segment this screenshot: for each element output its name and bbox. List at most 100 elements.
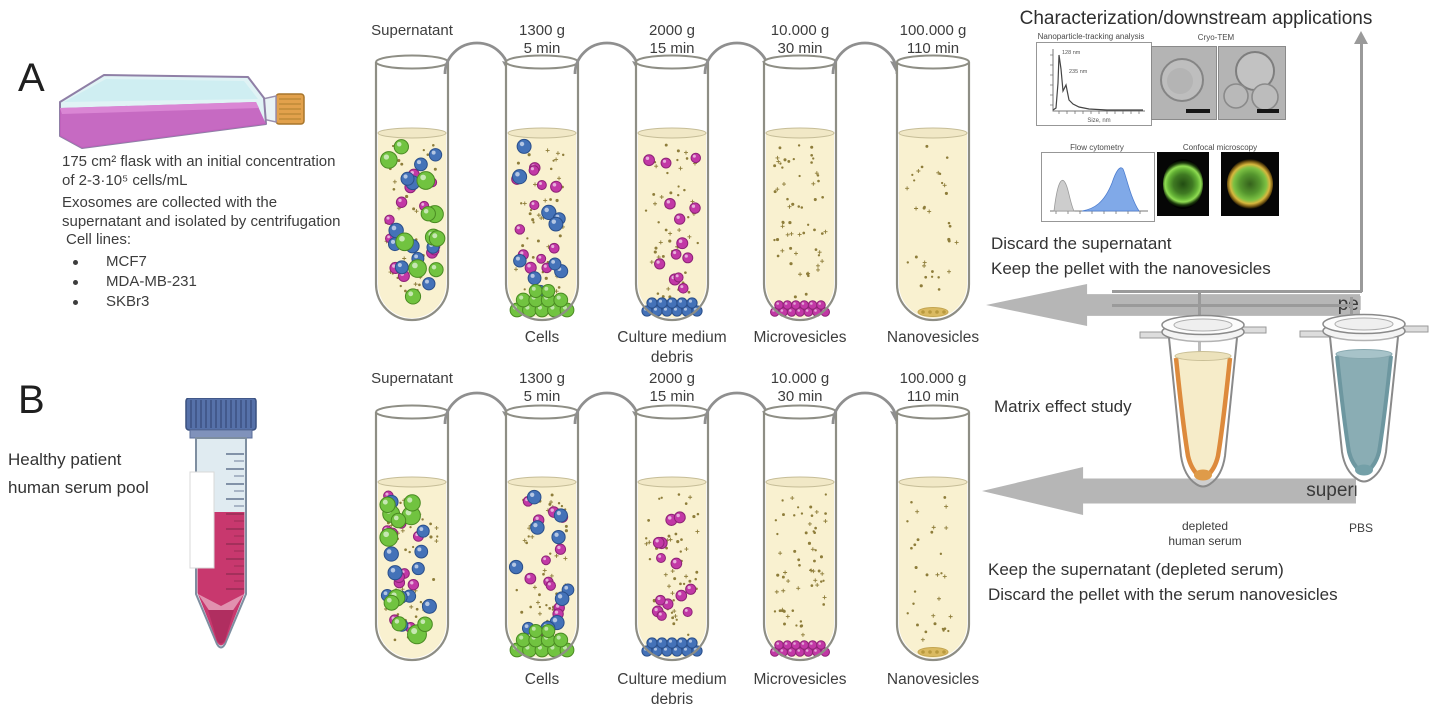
panel-a-letter: A	[18, 56, 45, 100]
characterization-title: Characterization/downstream applications	[1019, 8, 1373, 29]
pbs-tube-illustration	[1299, 313, 1429, 483]
collection-note: Exosomes are collected with the supernat…	[62, 193, 341, 231]
keep-supernatant-text: Keep the supernatant (depleted serum)	[988, 560, 1284, 579]
keep-pellet-text: Keep the pellet with the nanovesicles	[991, 259, 1271, 278]
tube-particles	[773, 493, 828, 637]
tube-pellet	[917, 307, 949, 317]
nta-peak2-label: 235 nm	[1069, 69, 1088, 75]
nta-xaxis-label: Size, nm	[1087, 118, 1110, 124]
pellet-to-pbs-line	[1112, 304, 1352, 307]
test-tube-A-1	[374, 54, 450, 322]
tube-holder-B-5	[891, 402, 975, 675]
nta-chart: 128 nm 235 nm Size, nm	[1036, 42, 1152, 126]
tube-particles	[380, 139, 446, 305]
tube-caption-B-5: Nanovesicles	[855, 670, 1011, 690]
nta-panel-title: Nanoparticle-tracking analysis	[1037, 32, 1145, 41]
tube-holder-A-4	[758, 52, 842, 335]
test-tube-B-3	[634, 404, 710, 662]
tube-particles	[906, 496, 953, 642]
centrifuge-step-label-A-1: Supernatant	[347, 22, 477, 40]
tube-pellet	[509, 284, 575, 318]
cell-line-item: MCF7	[66, 252, 197, 272]
step-label-line: 1300 g	[519, 370, 565, 387]
step-label-line: 5 min	[523, 40, 561, 57]
matrix-study-title: Matrix effect study	[994, 397, 1132, 416]
serum-tube-label: depleted human serum	[1146, 519, 1264, 549]
step-label-line: Supernatant	[371, 22, 453, 39]
characterization-arrow-line	[1360, 44, 1363, 292]
test-tube-B-4	[762, 404, 838, 662]
step-label-line: 2000 g	[649, 22, 695, 39]
tube-caption-line: Microvesicles	[753, 671, 847, 688]
tube-caption-B-2: Cells	[464, 670, 620, 690]
tube-caption-line: Microvesicles	[753, 329, 847, 346]
flow-panel-title: Flow cytometry	[1070, 143, 1124, 152]
flask-caption-line1: 175 cm² flask with an initial concentrat…	[62, 153, 336, 170]
tube-holder-A-3	[630, 52, 714, 335]
tube-holder-A-2	[500, 52, 584, 335]
tube-caption-line: Cells	[524, 329, 560, 346]
confocal-panel-title: Confocal microscopy	[1182, 143, 1258, 152]
cryotem-panel-title: Cryo-TEM	[1197, 33, 1235, 42]
cell-line-item: MDA-MB-231	[66, 272, 197, 292]
tube-particles	[643, 143, 701, 299]
tube-holder-B-1	[370, 402, 454, 675]
cell-line-item: SKBr3	[66, 292, 197, 312]
panel-b-caption: Healthy patient human serum pool	[8, 446, 149, 502]
step-label-line: 110 min	[906, 40, 960, 57]
step-label-line: 1300 g	[519, 22, 565, 39]
panel-b-caption-line1: Healthy patient	[8, 450, 122, 469]
tube-caption-line: Cells	[524, 671, 560, 688]
test-tube-B-1	[374, 404, 450, 662]
step-label-line: 10.000 g	[770, 370, 830, 387]
pellet-to-characterization-line	[1112, 290, 1362, 293]
discard-serum-pellet-text: Discard the pellet with the serum nanove…	[988, 585, 1338, 604]
nta-peak1-label: 128 nm	[1062, 50, 1081, 56]
cell-lines-title: Cell lines:	[66, 231, 132, 248]
serum-tube-label-line1: depleted	[1181, 519, 1229, 533]
tube-caption-line: Nanovesicles	[886, 671, 980, 688]
test-tube-A-5	[895, 54, 971, 322]
cryotem-image-2	[1218, 46, 1286, 120]
tube-particles	[379, 490, 439, 645]
falcon-serum-tube-illustration	[185, 398, 257, 649]
serum-tube-label-line2: human serum	[1168, 534, 1242, 548]
tube-caption-line: debris	[650, 691, 694, 708]
tube-particles	[644, 493, 700, 641]
culture-flask-illustration	[59, 74, 305, 149]
confocal-image-1	[1157, 152, 1209, 216]
tube-caption-B-4: Microvesicles	[722, 670, 878, 690]
tube-caption-line: Nanovesicles	[886, 329, 980, 346]
tube-holder-B-3	[630, 402, 714, 675]
test-tube-A-4	[762, 54, 838, 322]
step-label-line: 100.000 g	[899, 22, 967, 39]
tube-holder-A-5	[891, 52, 975, 335]
step-label-line: 110 min	[906, 388, 960, 405]
step-label-line: 30 min	[777, 40, 823, 57]
tube-caption-line: Culture medium	[617, 671, 727, 688]
flow-cytometry-chart	[1041, 152, 1155, 222]
step-label-line: Supernatant	[371, 370, 453, 387]
panel-b-caption-line2: human serum pool	[8, 478, 149, 497]
tube-particles	[773, 144, 828, 299]
tube-particles	[905, 144, 959, 291]
tube-pellet	[769, 640, 830, 657]
discard-supernatant-text: Discard the supernatant	[991, 234, 1172, 253]
panel-b-letter: B	[18, 378, 45, 422]
pellet-to-serum-tube-line	[1198, 292, 1201, 402]
pellet-to-pbs-line-end	[1350, 297, 1353, 314]
tube-caption-line: Culture medium	[617, 329, 727, 346]
centrifuge-step-label-B-1: Supernatant	[347, 370, 477, 388]
step-label-line: 100.000 g	[899, 370, 967, 387]
confocal-image-2	[1221, 152, 1279, 216]
